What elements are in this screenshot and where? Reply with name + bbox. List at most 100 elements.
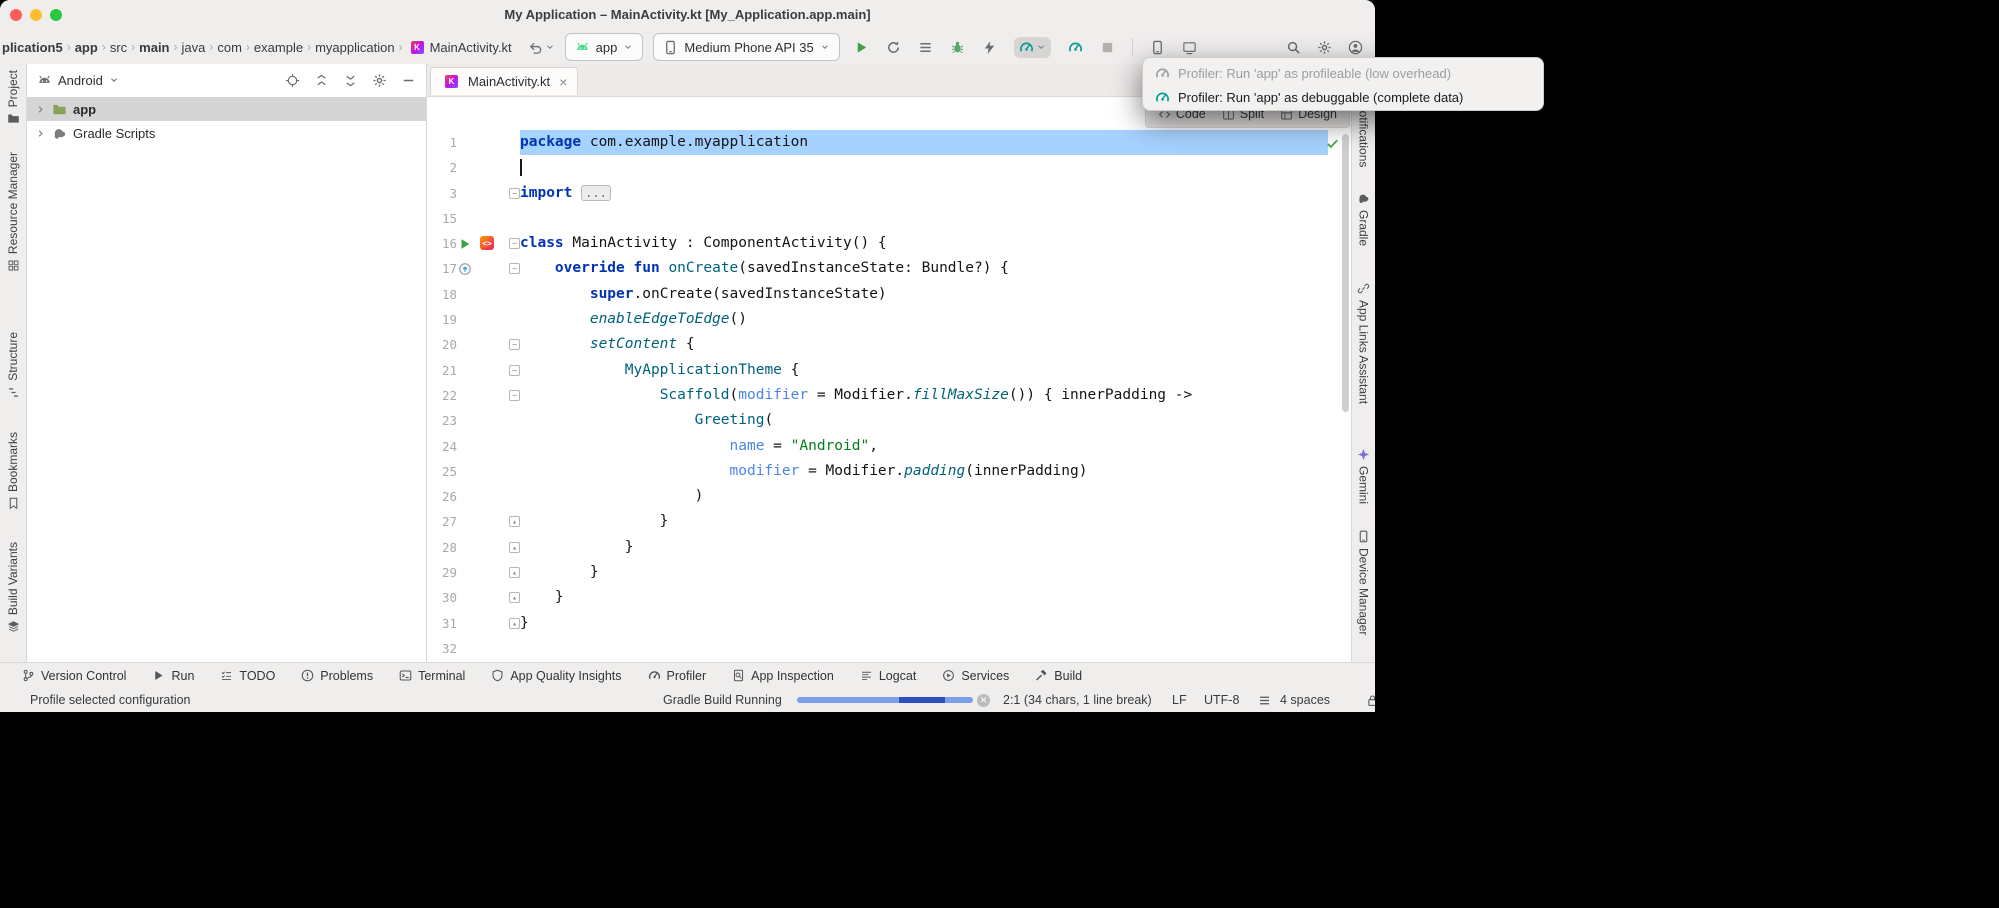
run-button[interactable] xyxy=(854,40,869,55)
code-line[interactable]: 21− MyApplicationTheme { xyxy=(427,358,1352,383)
apply-code-changes-icon[interactable] xyxy=(982,40,997,55)
search-everywhere-icon[interactable] xyxy=(1286,40,1301,55)
fold-marker[interactable]: − xyxy=(509,364,520,376)
fold-marker[interactable]: − xyxy=(509,339,520,351)
code-line[interactable]: 15 xyxy=(427,206,1352,231)
tree-row-gradle-scripts[interactable]: Gradle Scripts xyxy=(27,121,426,145)
line-number[interactable]: 25 xyxy=(441,463,457,479)
tool-button-build[interactable]: Build xyxy=(1035,669,1082,683)
code-line[interactable]: 23 Greeting( xyxy=(427,408,1352,433)
tool-button-structure[interactable]: Structure xyxy=(0,332,26,399)
project-view-selector[interactable]: Android xyxy=(58,72,103,88)
panel-settings-gear-icon[interactable] xyxy=(372,73,387,88)
tool-button-notifications[interactable]: Notifications xyxy=(1352,84,1375,167)
fold-marker[interactable]: − xyxy=(509,238,520,250)
vcs-update-widget[interactable] xyxy=(528,40,555,55)
line-separator-widget[interactable]: LF xyxy=(1172,693,1187,707)
close-window-button[interactable] xyxy=(10,9,22,21)
stop-button[interactable] xyxy=(1100,40,1115,55)
line-number[interactable]: 31 xyxy=(441,615,457,631)
code-line[interactable]: 20− setContent { xyxy=(427,332,1352,357)
tool-button-bookmarks[interactable]: Bookmarks xyxy=(0,432,26,510)
tool-button-gemini[interactable]: Gemini xyxy=(1352,448,1375,504)
tool-button-app-links-assistant[interactable]: App Links Assistant xyxy=(1352,282,1375,404)
breadcrumb-app[interactable]: app xyxy=(74,39,98,55)
encoding-widget[interactable]: UTF-8 xyxy=(1204,693,1240,707)
code-line[interactable]: 16<>−class MainActivity : ComponentActiv… xyxy=(427,231,1352,256)
tool-button-build-variants[interactable]: Build Variants xyxy=(0,542,26,633)
tool-button-resource-manager[interactable]: Resource Manager xyxy=(0,152,26,272)
tool-button-profiler[interactable]: Profiler xyxy=(648,669,706,683)
code-line[interactable]: 28▴ } xyxy=(427,535,1352,560)
tool-button-project[interactable]: Project xyxy=(0,70,26,125)
fold-marker[interactable]: ▴ xyxy=(509,617,520,629)
collapse-all-icon[interactable] xyxy=(343,73,358,88)
code-line[interactable]: 30▴ } xyxy=(427,585,1352,610)
menu-item-profileable[interactable]: Profiler: Run 'app' as profileable (low … xyxy=(1143,61,1543,85)
breadcrumb-com[interactable]: com xyxy=(217,39,242,55)
line-number[interactable]: 23 xyxy=(441,413,457,429)
breadcrumb-src[interactable]: src xyxy=(109,39,128,55)
fold-marker[interactable]: − xyxy=(509,389,520,401)
tool-button-todo[interactable]: TODO xyxy=(220,669,275,683)
fold-marker[interactable]: − xyxy=(509,187,520,199)
indent-widget[interactable]: 4 spaces xyxy=(1280,693,1331,707)
code-line[interactable]: 29▴ } xyxy=(427,560,1352,585)
code-line[interactable]: 26 ) xyxy=(427,484,1352,509)
code-line[interactable]: 2 xyxy=(427,155,1352,180)
editor-tab-mainactivity[interactable]: K MainActivity.kt × xyxy=(430,67,579,95)
locate-file-icon[interactable] xyxy=(285,73,300,88)
code-line[interactable]: 31▴} xyxy=(427,611,1352,636)
tool-button-run[interactable]: Run xyxy=(152,669,194,683)
line-number[interactable]: 19 xyxy=(441,312,457,328)
tool-button-terminal[interactable]: Terminal xyxy=(399,669,465,683)
profiler-task-icon[interactable] xyxy=(1068,40,1083,55)
tool-button-logcat[interactable]: Logcat xyxy=(860,669,916,683)
tool-button-gradle[interactable]: Gradle xyxy=(1352,192,1375,246)
line-number[interactable]: 1 xyxy=(449,135,457,150)
lock-icon[interactable] xyxy=(1366,694,1375,707)
minimize-window-button[interactable] xyxy=(30,9,42,21)
close-tab-icon[interactable]: × xyxy=(559,73,568,90)
line-number[interactable]: 26 xyxy=(441,489,457,505)
breadcrumb-java[interactable]: java xyxy=(181,39,206,55)
device-mirroring-icon[interactable] xyxy=(1182,40,1197,55)
code-line[interactable]: 22− Scaffold(modifier = Modifier.fillMax… xyxy=(427,383,1352,408)
tool-button-app-inspection[interactable]: App Inspection xyxy=(732,669,834,683)
breadcrumb-file[interactable]: MainActivity.kt xyxy=(429,39,512,55)
line-number[interactable]: 21 xyxy=(441,362,457,378)
zoom-window-button[interactable] xyxy=(50,9,62,21)
menu-item-debuggable[interactable]: Profiler: Run 'app' as debuggable (compl… xyxy=(1143,85,1543,109)
run-gutter-icon[interactable] xyxy=(458,236,472,250)
apply-changes-icon[interactable] xyxy=(886,40,901,55)
debug-button[interactable] xyxy=(950,40,965,55)
code-line[interactable]: 32 xyxy=(427,636,1352,661)
line-number[interactable]: 28 xyxy=(441,539,457,555)
hide-panel-icon[interactable] xyxy=(401,73,416,88)
breadcrumb-myapplication[interactable]: myapplication xyxy=(315,39,395,55)
breadcrumb-example[interactable]: example xyxy=(253,39,304,55)
line-number[interactable]: 27 xyxy=(441,514,457,530)
run-list-icon[interactable] xyxy=(918,40,933,55)
profiler-dropdown-button[interactable] xyxy=(1013,36,1051,58)
fold-marker[interactable]: ▴ xyxy=(509,516,520,528)
line-number[interactable]: 18 xyxy=(441,286,457,302)
settings-gear-icon[interactable] xyxy=(1317,40,1332,55)
line-number[interactable]: 2 xyxy=(449,160,457,176)
fold-marker[interactable]: ▴ xyxy=(509,541,520,553)
fold-marker[interactable]: ▴ xyxy=(509,567,520,579)
tool-button-services[interactable]: Services xyxy=(942,669,1009,683)
line-number[interactable]: 29 xyxy=(441,565,457,581)
tool-button-app-quality-insights[interactable]: App Quality Insights xyxy=(491,669,622,683)
fold-marker[interactable]: ▴ xyxy=(509,592,520,604)
inspections-ok-check-icon[interactable] xyxy=(1325,136,1340,151)
line-number[interactable]: 3 xyxy=(449,185,457,201)
cancel-build-button[interactable]: ✕ xyxy=(977,694,990,707)
code-line[interactable]: 25 modifier = Modifier.padding(innerPadd… xyxy=(427,459,1352,484)
account-avatar-icon[interactable] xyxy=(1348,40,1363,55)
line-number[interactable]: 30 xyxy=(441,590,457,606)
caret-position-widget[interactable]: 2:1 (34 chars, 1 line break) xyxy=(1003,693,1152,707)
code-line[interactable]: 27▴ } xyxy=(427,509,1352,534)
